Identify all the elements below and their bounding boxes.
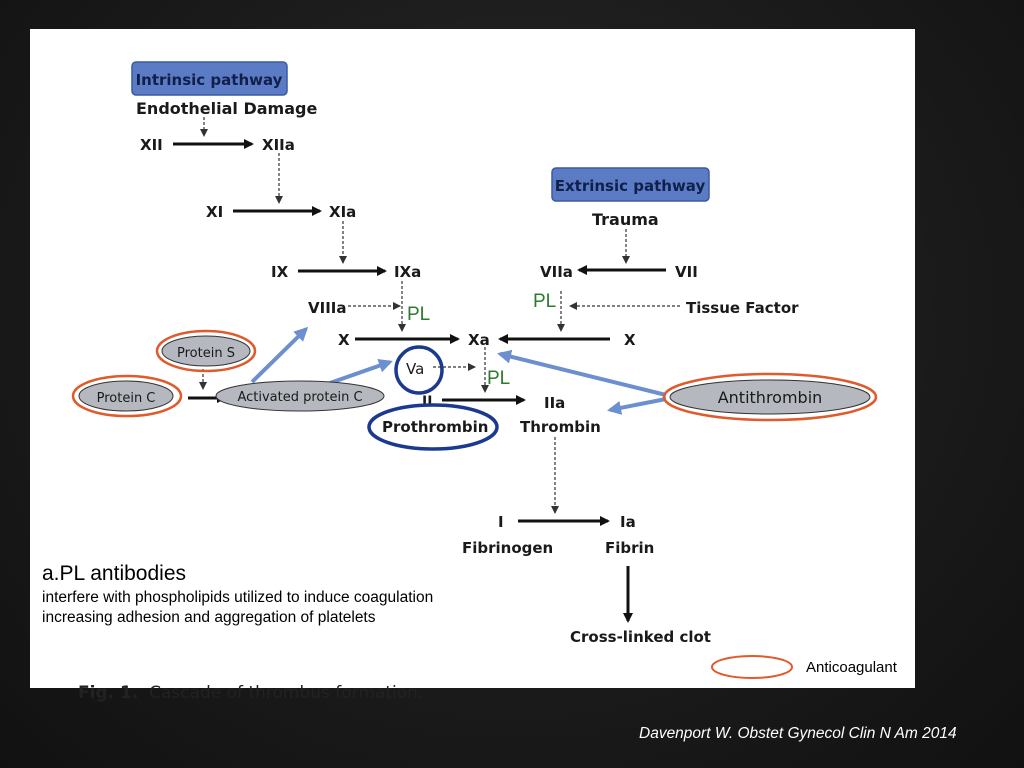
pl-label-3: PL: [487, 368, 510, 389]
svg-text:Protein S: Protein S: [177, 346, 235, 361]
svg-text:Activated protein C: Activated protein C: [237, 390, 362, 405]
factor-xia: XIa: [329, 203, 356, 221]
extrinsic-pathway-box: Extrinsic pathway: [551, 167, 710, 202]
thrombin-label: Thrombin: [520, 418, 601, 436]
legend-label: Anticoagulant: [806, 659, 897, 676]
factor-i: I: [498, 513, 504, 531]
svg-text:Intrinsic pathway: Intrinsic pathway: [136, 71, 283, 89]
factor-vii: VII: [675, 263, 698, 281]
svg-text:Antithrombin: Antithrombin: [718, 388, 823, 407]
factor-ix: IX: [271, 263, 289, 281]
factor-viiia: VIIIa: [308, 299, 346, 317]
factor-x-left: X: [338, 331, 350, 349]
factor-ia: Ia: [620, 513, 636, 531]
svg-text:Protein C: Protein C: [97, 391, 156, 406]
intrinsic-pathway-box: Intrinsic pathway: [131, 61, 288, 96]
factor-xiia: XIIa: [262, 136, 295, 154]
factor-viia: VIIa: [540, 263, 573, 281]
dashed-arrows: [199, 117, 680, 514]
factor-iia: IIa: [544, 394, 565, 412]
factor-va: Va: [406, 360, 424, 378]
factor-ixa: IXa: [394, 263, 421, 281]
trauma-label: Trauma: [592, 210, 659, 229]
prothrombin-label: Prothrombin: [382, 418, 488, 436]
factor-xi: XI: [206, 203, 223, 221]
fibrin-label: Fibrin: [605, 539, 654, 557]
va-ring: [394, 345, 444, 395]
factor-xa: Xa: [468, 331, 490, 349]
factor-x-right: X: [624, 331, 636, 349]
figure-caption: Fig. 1. Cascade of thrombus formation.: [78, 683, 424, 703]
legend-ellipse: [711, 655, 793, 679]
cascade-diagram: Intrinsic pathway Extrinsic pathway Endo…: [71, 61, 878, 679]
protein-s-node: Protein S: [155, 329, 257, 373]
fibrinogen-label: Fibrinogen: [462, 539, 553, 557]
citation: Davenport W. Obstet Gynecol Clin N Am 20…: [639, 725, 957, 742]
blue-inhibition-arrows: [250, 326, 667, 415]
apl-antibodies-title: a.PL antibodies: [42, 562, 186, 585]
activated-protein-c-node: Activated protein C: [215, 380, 385, 412]
tissue-factor-label: Tissue Factor: [686, 299, 799, 317]
apl-description-line-1: interfere with phospholipids utilized to…: [42, 589, 434, 606]
pl-label-1: PL: [407, 304, 430, 325]
antithrombin-node: Antithrombin: [662, 372, 878, 422]
cross-linked-clot-label: Cross-linked clot: [570, 628, 711, 646]
slide-panel: Intrinsic pathway Extrinsic pathway Endo…: [30, 29, 915, 703]
factor-ii: II: [422, 394, 432, 410]
pl-label-2: PL: [533, 291, 556, 312]
protein-c-node: Protein C: [71, 374, 183, 418]
factor-xii: XII: [140, 136, 163, 154]
prothrombin-ring: [367, 403, 499, 451]
svg-text:Extrinsic pathway: Extrinsic pathway: [555, 177, 706, 195]
endothelial-damage-label: Endothelial Damage: [136, 99, 317, 118]
apl-description-line-2: increasing adhesion and aggregation of p…: [42, 609, 376, 626]
solid-arrows: [173, 139, 666, 623]
